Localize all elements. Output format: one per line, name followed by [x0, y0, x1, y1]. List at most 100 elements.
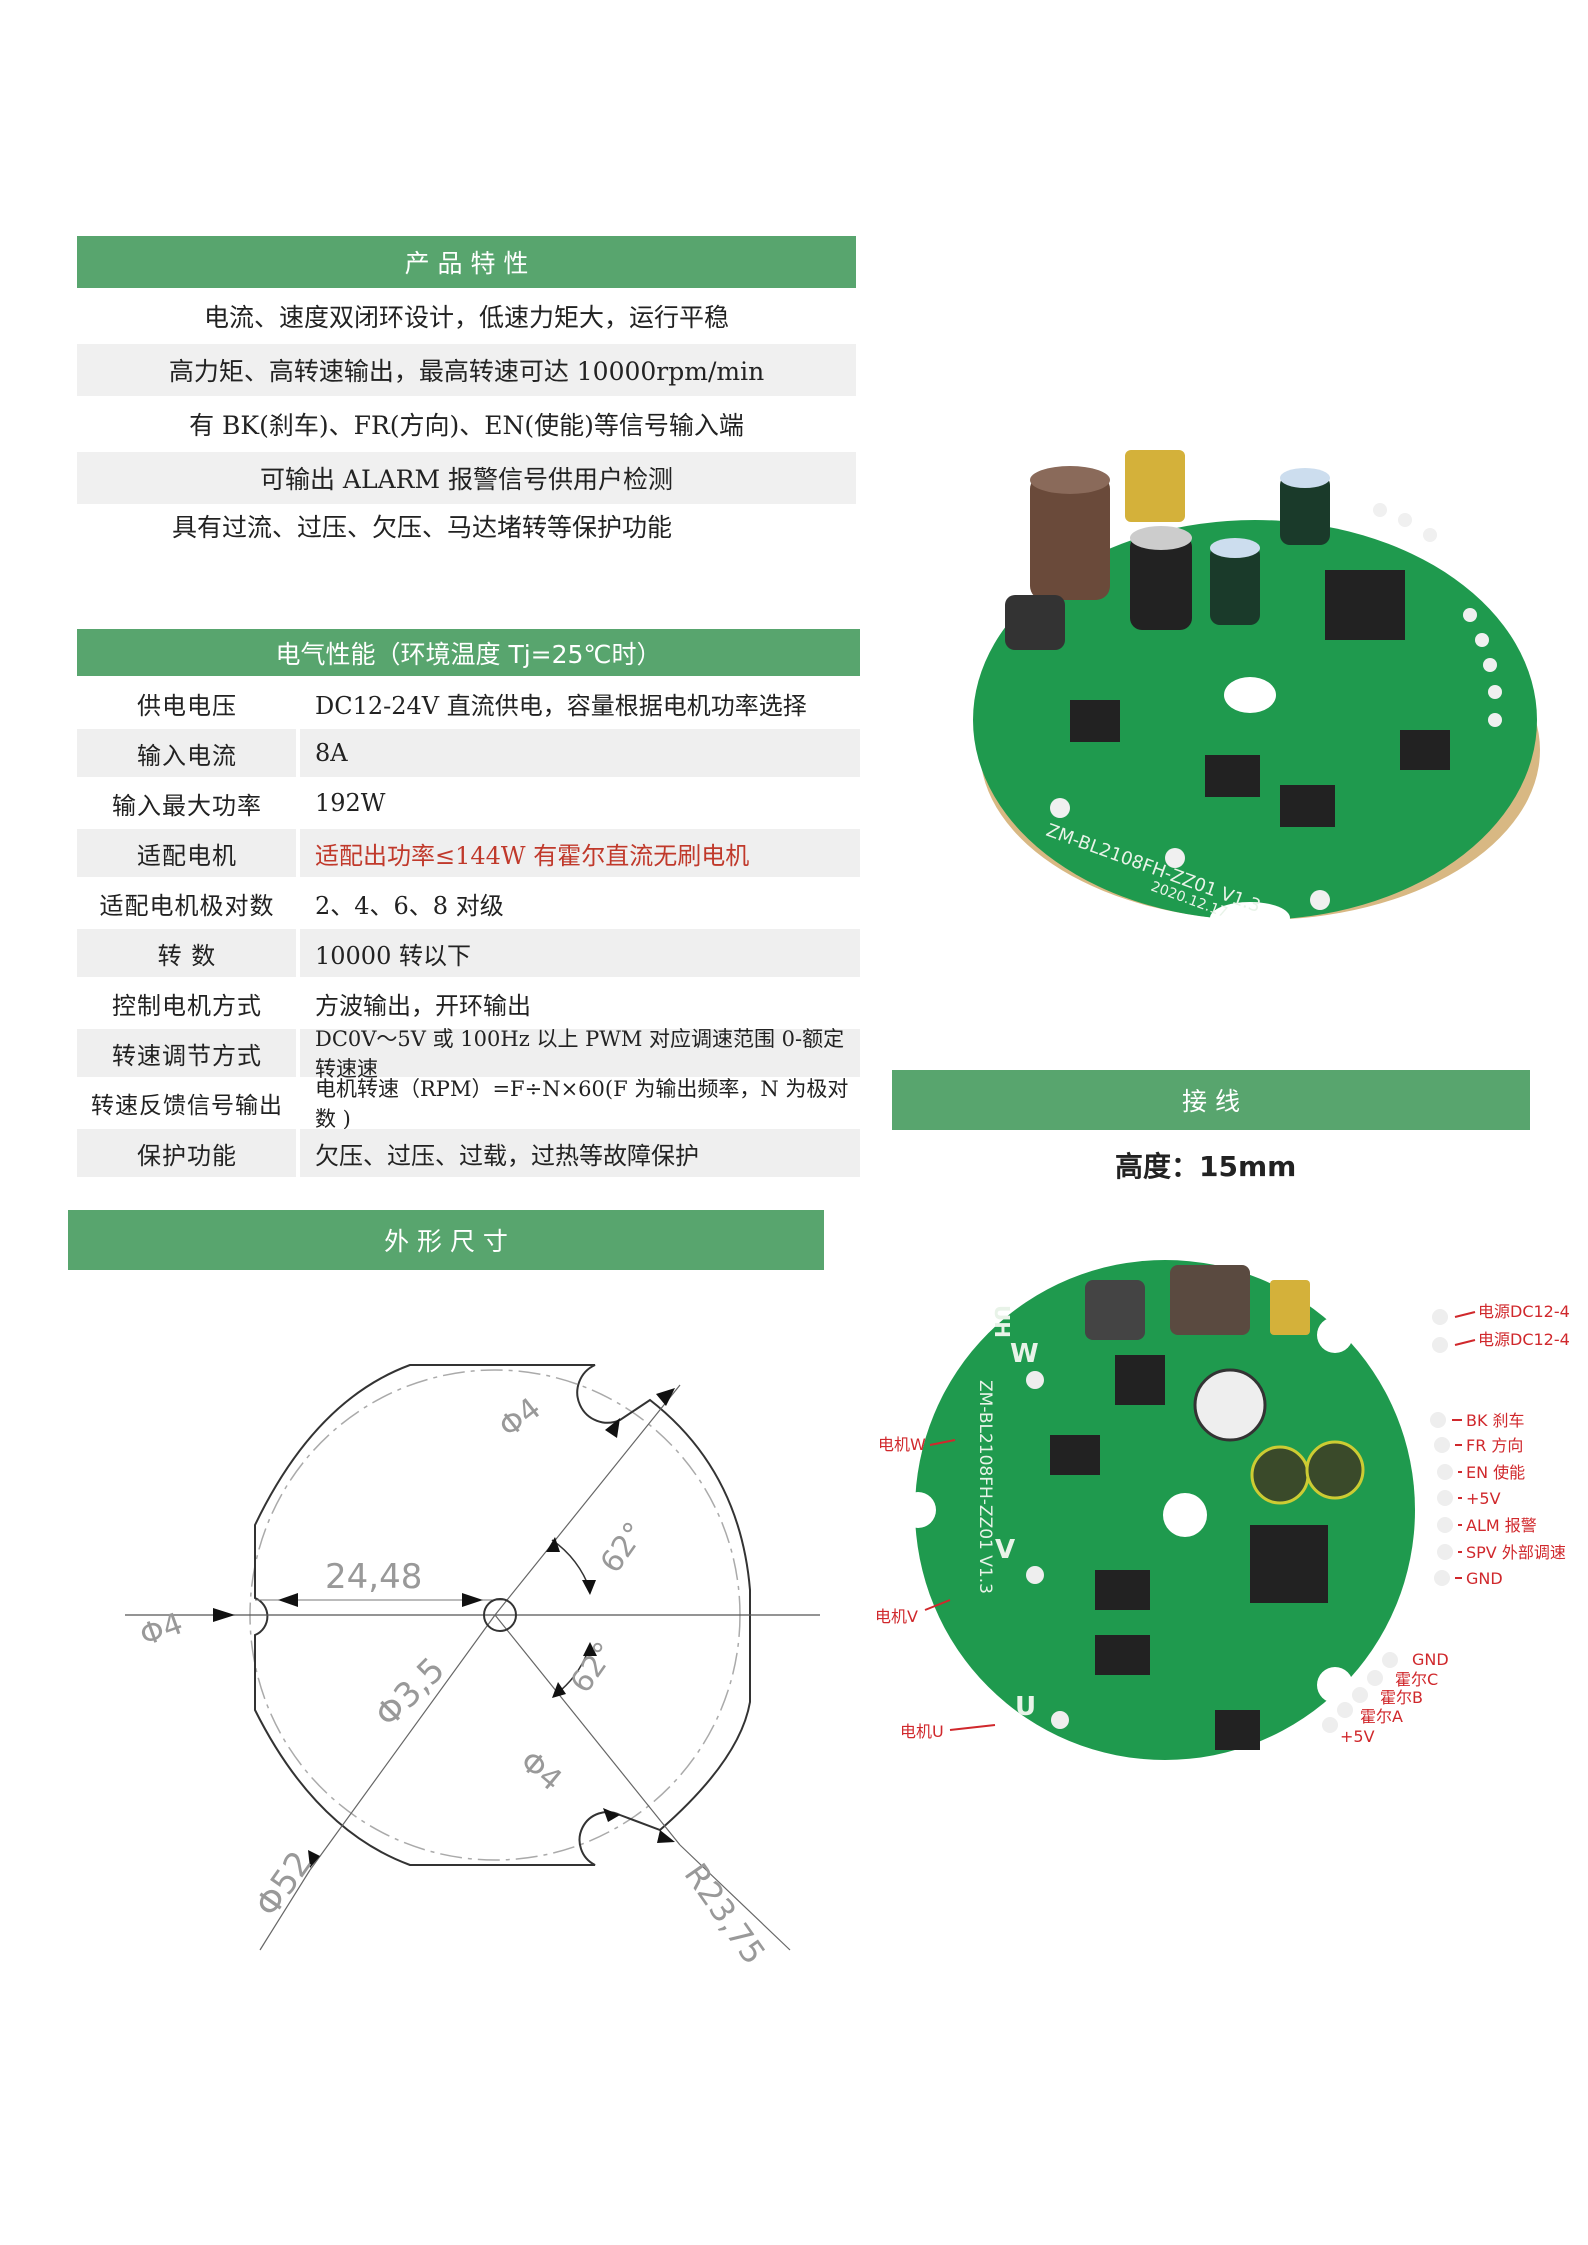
features-header: 产 品 特 性: [77, 236, 856, 288]
pad: [1475, 633, 1489, 647]
label-hall-c: 霍尔C: [1395, 1670, 1438, 1689]
pcb-wiring-photo: U V W UH ZM-BL2108FH-ZZ01 V1.3 电源DC12-40…: [875, 1260, 1570, 1760]
spec-value: DC12-24V 直流供电，容量根据电机功率选择: [315, 691, 807, 720]
cap-1: [1193, 1368, 1267, 1442]
spec-value: 电机转速（RPM）=F÷N×60(F 为输出频率，N 为极对数 ): [315, 1077, 849, 1131]
center-hole: [1163, 1493, 1207, 1537]
pcb-notch-bottom: [1210, 902, 1290, 934]
notch: [1317, 1317, 1353, 1353]
radial-d52: [309, 1614, 496, 1871]
pointer-line: [924, 1599, 951, 1611]
feature-item: 有 BK(刹车)、FR(方向)、EN(使能)等信号输入端: [189, 411, 744, 440]
pin-pad: [1432, 1337, 1448, 1353]
label-dist: 24,48: [325, 1557, 422, 1597]
pin-pad: [1430, 1412, 1446, 1428]
pad: [1165, 848, 1185, 868]
cap-3-top: [1210, 538, 1260, 558]
ic-4: [1400, 730, 1450, 770]
cap-3: [1305, 1440, 1365, 1500]
electrical-header: 电气性能（环境温度 Tj=25℃时）: [77, 629, 860, 676]
spec-key: 适配电机极对数: [99, 891, 275, 920]
pcb-photo-angled: ZM-BL2108FH-ZZ01 V1.3 2020.12.17: [973, 450, 1540, 934]
cap-2: [1250, 1445, 1310, 1505]
arrow-8: [656, 1388, 675, 1406]
yellow-cap: [1270, 1280, 1310, 1335]
pin-pad: [1437, 1464, 1453, 1480]
cap-3: [1210, 545, 1260, 625]
label-d4-top: Φ4: [493, 1391, 548, 1445]
radial-top: [494, 1384, 681, 1616]
pin-pad: [1352, 1687, 1368, 1703]
pin-pad: [1026, 1566, 1044, 1584]
spec-value: 方波输出，开环输出: [315, 991, 531, 1020]
feature-item: 电流、速度双闭环设计，低速力矩大，运行平稳: [203, 303, 729, 332]
label-d4-left: Φ4: [135, 1606, 187, 1653]
spec-key: 输入最大功率: [112, 791, 262, 820]
cap-4-top: [1280, 468, 1330, 488]
spec-key: 转 数: [157, 941, 217, 970]
pin-pad: [1051, 1711, 1069, 1729]
spec-key: 输入电流: [137, 741, 237, 770]
silk-u: U: [1015, 1692, 1036, 1722]
spec-row: 转速反馈信号输出 电机转速（RPM）=F÷N×60(F 为输出频率，N 为极对数…: [77, 1077, 860, 1131]
spec-key: 转速调节方式: [112, 1041, 262, 1070]
spec-value: 10000 转以下: [315, 941, 471, 970]
ic-5: [1215, 1710, 1260, 1750]
pin-pad: [1367, 1670, 1383, 1686]
spec-key: 控制电机方式: [112, 991, 262, 1020]
feature-item: 可输出 ALARM 报警信号供用户检测: [77, 452, 856, 504]
spec-key: 保护功能: [137, 1141, 237, 1170]
inductor: [1085, 1280, 1145, 1340]
spec-value: DC0V～5V 或 100Hz 以上 PWM 对应调速范围 0-额定转速速: [315, 1027, 845, 1081]
label-gnd: GND: [1466, 1569, 1503, 1588]
pin-pad: [1437, 1544, 1453, 1560]
spec-value: 192W: [315, 789, 386, 817]
pcb-hole: [1224, 677, 1276, 713]
pad: [1373, 503, 1387, 517]
column-divider: [296, 729, 300, 777]
silk-model: ZM-BL2108FH-ZZ01 V1.3: [975, 1380, 995, 1594]
arrow-2: [278, 1593, 298, 1607]
label-spv: SPV 外部调速: [1466, 1543, 1566, 1562]
pad: [1483, 658, 1497, 672]
ic-3: [1095, 1635, 1150, 1675]
label-hall-b: 霍尔B: [1380, 1688, 1423, 1707]
feature-item: 具有过流、过压、欠压、马达堵转等保护功能: [172, 513, 673, 542]
pointer-line: [929, 1439, 956, 1446]
pad: [1423, 528, 1437, 542]
notch: [900, 1492, 936, 1528]
pin-pad: [1026, 1371, 1044, 1389]
arrow-1: [213, 1608, 235, 1622]
silk-w: W: [1010, 1339, 1039, 1369]
yellow-cap: [1125, 450, 1185, 522]
pin-pad: [1337, 1702, 1353, 1718]
label-a62-bottom: 62°: [564, 1636, 623, 1700]
spec-value: 8A: [315, 739, 348, 767]
label-hall-a: 霍尔A: [1360, 1707, 1403, 1726]
pad: [1398, 513, 1412, 527]
big-cap: [1030, 475, 1110, 600]
ic-1: [1070, 700, 1120, 742]
cap-4: [1280, 475, 1330, 545]
pointer-line: [949, 1724, 996, 1731]
ic-1: [1115, 1355, 1165, 1405]
mcu-chip: [1325, 570, 1405, 640]
arrow-4: [546, 1537, 560, 1552]
spec-key: 适配电机: [137, 841, 237, 870]
column-divider: [296, 929, 300, 977]
arrow-5: [582, 1580, 596, 1595]
label-alm: ALM 报警: [1466, 1516, 1537, 1535]
spec-row: 转速调节方式 DC0V～5V 或 100Hz 以上 PWM 对应调速范围 0-额…: [77, 1027, 860, 1081]
inductor: [1005, 595, 1065, 650]
label-d35: Φ3,5: [367, 1650, 452, 1735]
dimensions-header: 外 形 尺 寸: [68, 1210, 824, 1270]
pad: [1050, 798, 1070, 818]
mcu-chip: [1250, 1525, 1328, 1603]
silk-v: V: [995, 1535, 1015, 1565]
ic-4: [1050, 1435, 1100, 1475]
spec-value: 欠压、过压、过载，过热等故障保护: [315, 1141, 699, 1170]
pin-pad: [1432, 1309, 1448, 1325]
radial-bottom: [494, 1614, 681, 1846]
spec-row: 适配电机极对数 2、4、6、8 对级: [77, 879, 860, 927]
label-a62-top: 62°: [594, 1516, 653, 1580]
